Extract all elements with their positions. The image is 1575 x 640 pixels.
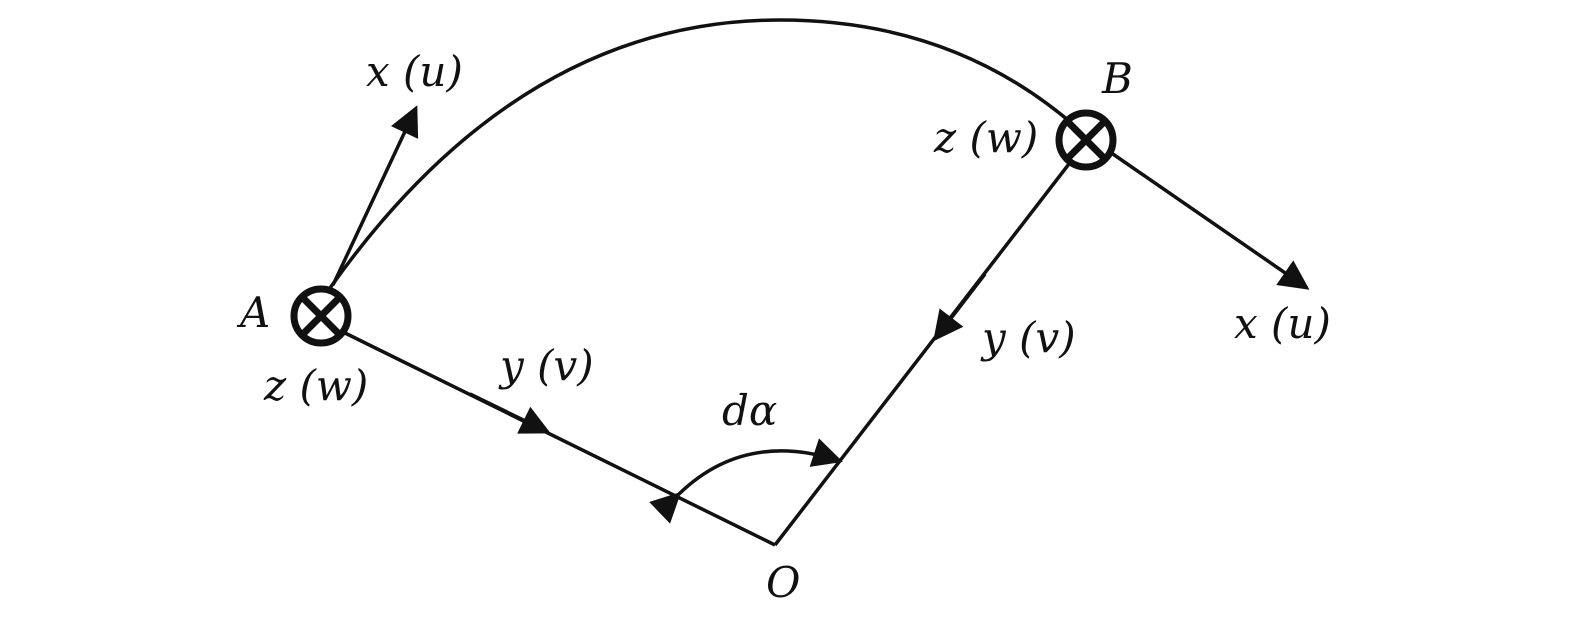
a-x-axis-arrow <box>331 105 419 286</box>
b-x-axis-arrow <box>1109 150 1310 290</box>
a-y-axis-label: y (v) <box>498 341 594 390</box>
origin-label: O <box>766 558 800 607</box>
angle-label: dα <box>722 386 777 435</box>
point-a-label: A <box>236 288 270 337</box>
circled-x-icon <box>290 285 352 347</box>
b-x-axis-label: x (u) <box>1234 299 1331 348</box>
angle-arc <box>649 438 843 524</box>
b-y-axis-arrow <box>933 272 987 342</box>
a-z-axis-label: z (w) <box>263 361 368 410</box>
a-y-axis-arrow <box>469 392 551 434</box>
a-x-axis-label: x (u) <box>366 47 463 96</box>
beam-arc <box>328 18 1087 290</box>
circled-x-icon <box>1055 109 1117 171</box>
b-z-axis-label: z (w) <box>933 113 1038 162</box>
point-b-label: B <box>1101 54 1133 103</box>
b-y-axis-label: y (v) <box>980 313 1076 362</box>
